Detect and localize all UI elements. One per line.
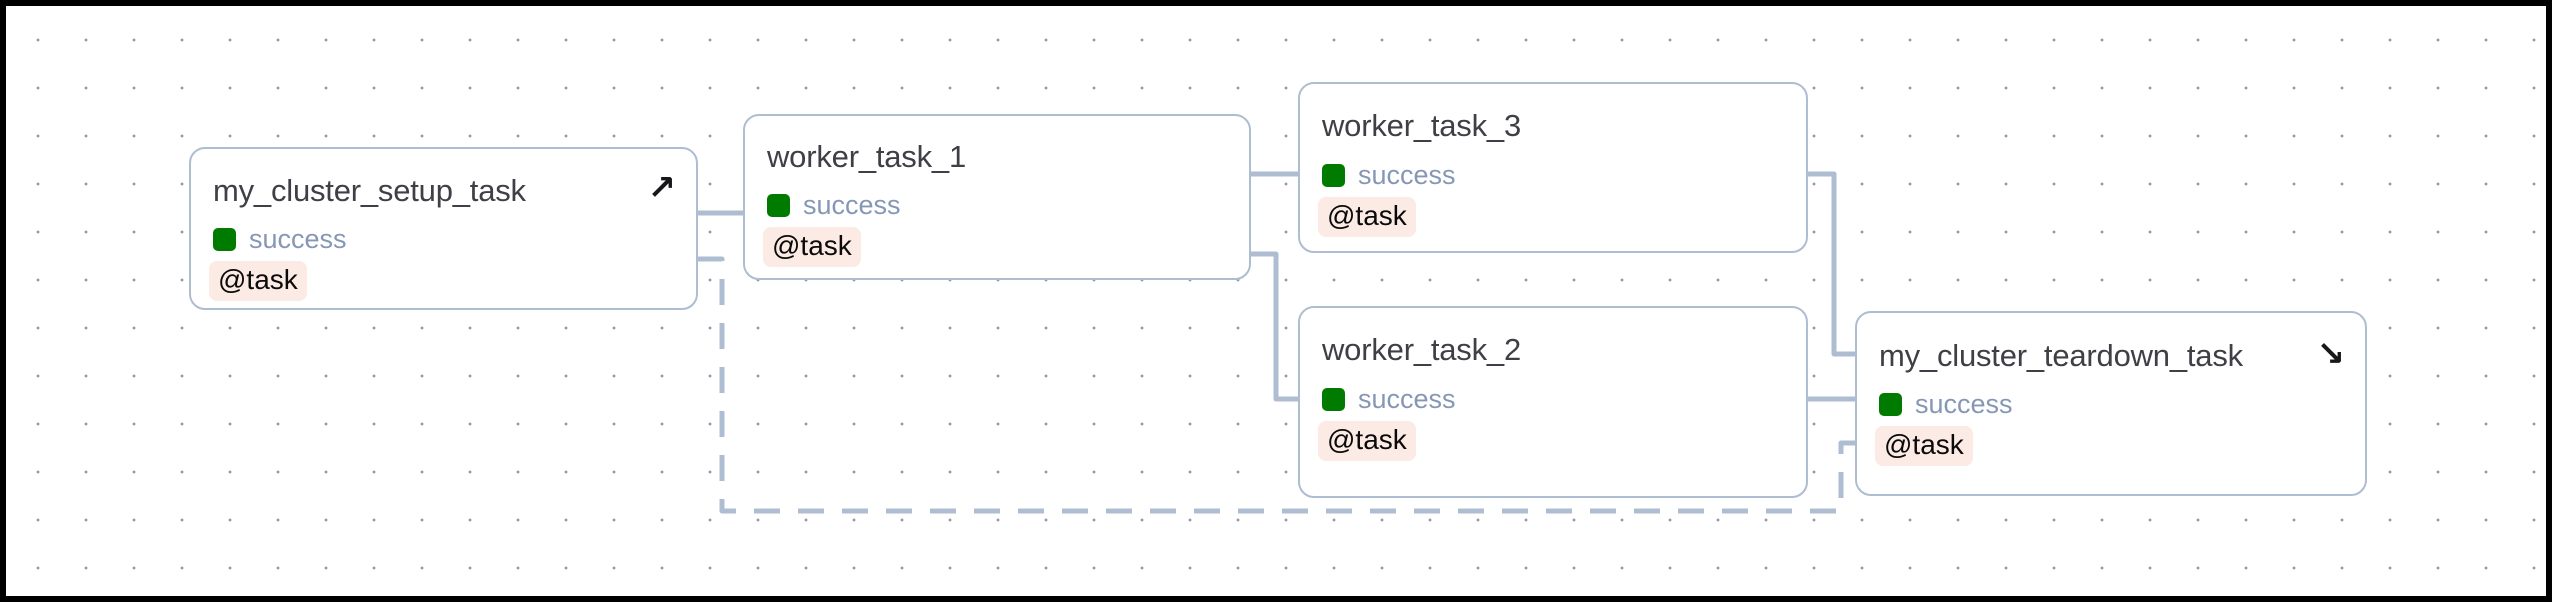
dag-node-my-cluster-setup-task[interactable]: my_cluster_setup_task ↗ success @task: [189, 147, 698, 310]
status-label: success: [803, 190, 901, 220]
dag-node-worker-task-3[interactable]: worker_task_3 success @task: [1298, 82, 1808, 253]
node-title: worker_task_3: [1322, 108, 1521, 143]
status-label: success: [1358, 160, 1456, 190]
arrow-up-right-icon: ↗: [647, 169, 677, 207]
node-status: success: [1322, 162, 1456, 189]
node-status: success: [1322, 386, 1456, 413]
status-swatch-success: [1322, 164, 1345, 187]
dag-node-worker-task-1[interactable]: worker_task_1 success @task: [743, 114, 1251, 280]
edge-worker3-to-teardown: [1808, 171, 1855, 357]
node-title: worker_task_2: [1322, 332, 1521, 367]
node-status: success: [213, 226, 347, 253]
status-swatch-success: [1322, 388, 1345, 411]
node-title: my_cluster_setup_task: [213, 173, 526, 208]
status-swatch-success: [767, 194, 790, 217]
node-type-badge: @task: [763, 227, 861, 267]
edge-worker1-to-worker2: [1251, 251, 1298, 402]
arrow-down-right-icon: ↘: [2316, 335, 2346, 373]
node-type-badge: @task: [1875, 426, 1973, 466]
status-label: success: [1358, 384, 1456, 414]
node-status: success: [1879, 391, 2013, 418]
status-swatch-success: [213, 228, 236, 251]
status-label: success: [249, 224, 347, 254]
node-type-badge: @task: [1318, 421, 1416, 461]
node-status: success: [767, 192, 901, 219]
node-title: worker_task_1: [767, 139, 966, 174]
dag-node-my-cluster-teardown-task[interactable]: my_cluster_teardown_task ↘ success @task: [1855, 311, 2367, 496]
dag-node-worker-task-2[interactable]: worker_task_2 success @task: [1298, 306, 1808, 498]
node-type-badge: @task: [1318, 197, 1416, 237]
node-title: my_cluster_teardown_task: [1879, 338, 2243, 373]
status-label: success: [1915, 389, 2013, 419]
node-type-badge: @task: [209, 261, 307, 301]
status-swatch-success: [1879, 393, 1902, 416]
